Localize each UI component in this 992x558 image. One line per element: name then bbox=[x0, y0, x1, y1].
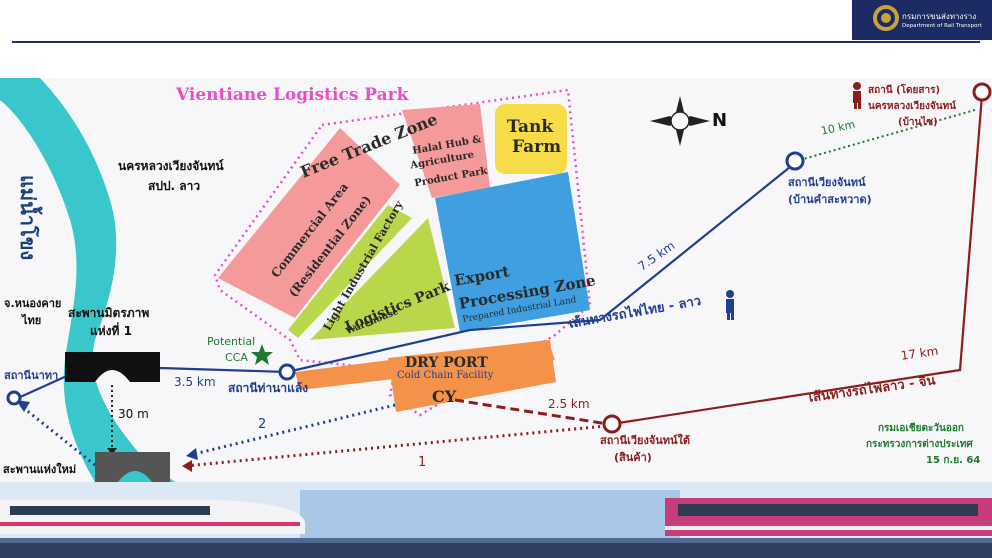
new-bridge-label: สะพานแห่งใหม่ bbox=[3, 463, 77, 476]
route-2-line bbox=[189, 403, 396, 457]
department-name-th: กรมการขนส่งทางราง bbox=[902, 12, 977, 21]
passenger-station-label-3: (บ้านไซ) bbox=[898, 117, 938, 128]
export-zone bbox=[435, 172, 590, 332]
passenger-station-label-1: สถานี (โดยสาร) bbox=[868, 85, 941, 96]
natha-station-label: สถานีนาทา bbox=[4, 369, 59, 382]
tank-farm-zone bbox=[495, 104, 567, 174]
compass-icon bbox=[650, 96, 710, 146]
commercial-zone bbox=[218, 128, 400, 318]
person-icon-passenger bbox=[853, 82, 861, 109]
passenger-station-marker bbox=[972, 82, 992, 102]
river-label: แม่น้ำโขง bbox=[16, 175, 40, 261]
distance-30m: 30 m bbox=[118, 407, 149, 421]
map-title: Vientiane Logistics Park bbox=[176, 85, 409, 105]
south-station-marker bbox=[602, 414, 622, 434]
logistics-zone bbox=[310, 218, 455, 340]
source-label-1: กรมเอเชียตะวันออก bbox=[878, 423, 964, 434]
bottom-trains-illustration bbox=[0, 482, 992, 558]
bridge-1-label-1: สะพานมิตรภาพ bbox=[68, 306, 150, 320]
light-industrial-zone bbox=[288, 205, 412, 338]
vientiane-city-label-2: สปป. ลาว bbox=[148, 179, 201, 193]
passenger-station-label-2: นครหลวงเวียงจันทน์ bbox=[868, 101, 957, 112]
nongkhai-label-1: จ.หนองคาย bbox=[4, 297, 62, 310]
department-seal-icon bbox=[873, 5, 899, 31]
distance-3-5km: 3.5 km bbox=[174, 375, 216, 389]
new-bridge-link bbox=[19, 403, 96, 467]
header-divider bbox=[12, 41, 980, 43]
south-station-label-1: สถานีเวียงจันทน์ใต้ bbox=[600, 434, 691, 447]
natha-station-marker bbox=[6, 390, 22, 406]
line-10km bbox=[799, 109, 976, 161]
potential-cca-label-2: CCA bbox=[225, 351, 248, 364]
source-label-2: กระทรวงการต่างประเทศ bbox=[866, 439, 973, 450]
header-bar bbox=[0, 0, 992, 40]
nongkhai-label-2: ไทย bbox=[22, 314, 42, 327]
bottom-banner bbox=[0, 482, 992, 558]
cca-star-icon bbox=[251, 344, 273, 365]
route-2-label: 2 bbox=[258, 417, 267, 432]
tank-farm-label-2: Farm bbox=[512, 137, 562, 157]
cy-label: CY bbox=[432, 387, 457, 406]
tank-farm-label-1: Tank bbox=[507, 117, 554, 137]
bridge-1-label-2: แห่งที่ 1 bbox=[90, 324, 132, 338]
thanaleng-station-marker bbox=[278, 363, 296, 381]
compass-north-label: N bbox=[712, 110, 728, 131]
south-station-label-2: (สินค้า) bbox=[614, 451, 652, 464]
dry-port-box bbox=[388, 340, 556, 412]
dry-port-label: DRY PORT bbox=[405, 355, 488, 371]
cold-chain-label: Cold Chain Facility bbox=[397, 370, 494, 381]
vientiane-station-label-1: สถานีเวียงจันทน์ bbox=[788, 176, 866, 189]
person-icon-thai-lao bbox=[726, 290, 734, 320]
department-name-en: Department of Rail Transport bbox=[902, 23, 982, 29]
route-1-line bbox=[184, 424, 607, 468]
thanaleng-station-label: สถานีท่านาแล้ง bbox=[228, 381, 309, 395]
route-2-arrow bbox=[186, 448, 198, 460]
potential-cca-label-1: Potential bbox=[207, 335, 256, 348]
distance-2-5km: 2.5 km bbox=[548, 397, 590, 411]
halal-zone bbox=[402, 104, 490, 198]
route-1-label: 1 bbox=[418, 455, 427, 470]
route-1-arrow bbox=[182, 460, 192, 472]
lao-china-rail-line bbox=[611, 94, 984, 426]
cy-link bbox=[454, 398, 609, 426]
mekong-river bbox=[0, 78, 175, 482]
source-label-3: 15 ก.ย. 64 bbox=[926, 455, 981, 466]
vientiane-station-marker bbox=[785, 151, 805, 171]
vientiane-station-label-2: (บ้านคำสะหวาด) bbox=[788, 193, 872, 206]
vientiane-city-label-1: นครหลวงเวียงจันทน์ bbox=[118, 159, 224, 173]
